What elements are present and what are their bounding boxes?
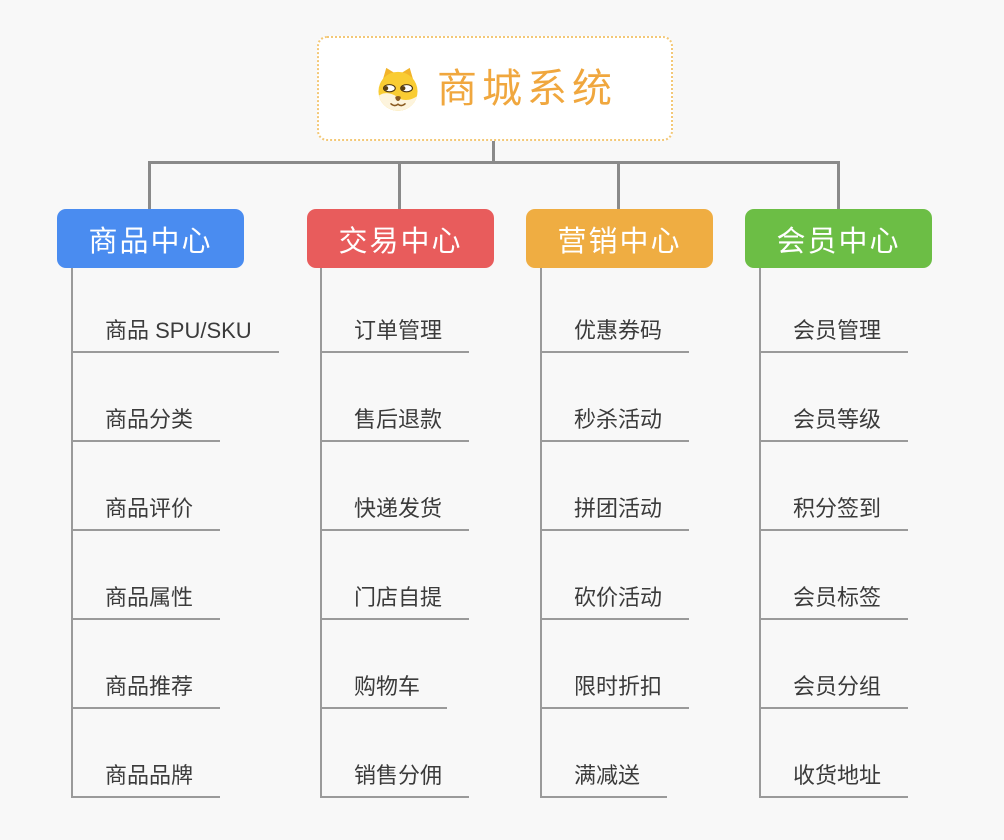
leaf-node[interactable]: 商品评价 — [73, 442, 221, 531]
leaf-node[interactable]: 商品分类 — [73, 353, 221, 442]
leaf-node[interactable]: 商品品牌 — [73, 709, 221, 798]
leaf-node[interactable]: 拼团活动 — [542, 442, 690, 531]
leaf-node[interactable]: 销售分佣 — [322, 709, 470, 798]
leaf-node[interactable]: 满减送 — [542, 709, 668, 798]
leaf-node[interactable]: 会员分组 — [761, 620, 909, 709]
leaf-node[interactable]: 砍价活动 — [542, 531, 690, 620]
leaf-node[interactable]: 会员标签 — [761, 531, 909, 620]
leaf-node[interactable]: 购物车 — [322, 620, 448, 709]
leaf-node[interactable]: 订单管理 — [322, 268, 470, 353]
leaf-node[interactable]: 商品推荐 — [73, 620, 221, 709]
leaf-node[interactable]: 售后退款 — [322, 353, 470, 442]
leaf-node[interactable]: 商品 SPU/SKU — [73, 268, 279, 353]
children-column-member: 会员管理 会员等级 积分签到 会员标签 会员分组 收货地址 — [759, 268, 909, 798]
leaf-node[interactable]: 会员等级 — [761, 353, 909, 442]
branch-node-member-center[interactable]: 会员中心 — [745, 209, 932, 268]
branch-node-goods-center[interactable]: 商品中心 — [57, 209, 244, 268]
connector-drop-member — [837, 161, 840, 209]
dog-face-icon — [378, 67, 418, 111]
children-column-trade: 订单管理 售后退款 快递发货 门店自提 购物车 销售分佣 — [320, 268, 470, 798]
leaf-node[interactable]: 积分签到 — [761, 442, 909, 531]
branch-node-marketing-center[interactable]: 营销中心 — [526, 209, 713, 268]
leaf-node[interactable]: 收货地址 — [761, 709, 909, 798]
root-node-mall-system[interactable]: 商城系统 — [317, 36, 673, 141]
children-column-marketing: 优惠券码 秒杀活动 拼团活动 砍价活动 限时折扣 满减送 — [540, 268, 690, 798]
leaf-node[interactable]: 门店自提 — [322, 531, 470, 620]
leaf-node[interactable]: 限时折扣 — [542, 620, 690, 709]
connector-drop-marketing — [617, 161, 620, 209]
connector-drop-trade — [398, 161, 401, 209]
leaf-node[interactable]: 快递发货 — [322, 442, 470, 531]
children-column-goods: 商品 SPU/SKU 商品分类 商品评价 商品属性 商品推荐 商品品牌 — [71, 268, 279, 798]
connector-drop-goods — [148, 161, 151, 209]
branch-node-trade-center[interactable]: 交易中心 — [307, 209, 494, 268]
leaf-node[interactable]: 会员管理 — [761, 268, 909, 353]
leaf-node[interactable]: 秒杀活动 — [542, 353, 690, 442]
leaf-node[interactable]: 商品属性 — [73, 531, 221, 620]
connector-root-stub — [492, 141, 495, 163]
root-node-title: 商城系统 — [437, 66, 617, 111]
leaf-node[interactable]: 优惠券码 — [542, 268, 690, 353]
connector-horizontal-bus — [148, 161, 840, 164]
